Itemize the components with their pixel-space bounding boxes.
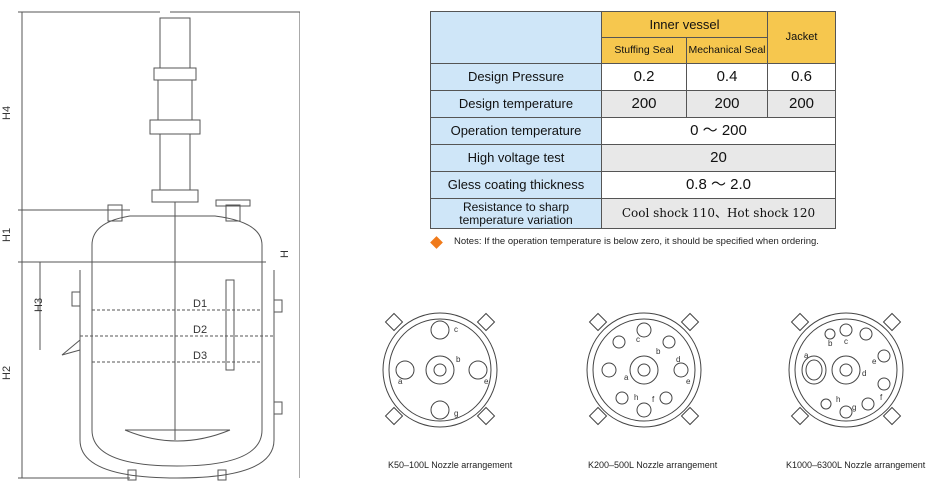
nozzle-label: f (652, 395, 655, 404)
caption-k50: K50–100L Nozzle arrangement (388, 460, 513, 470)
nozzle-label: e (872, 357, 877, 366)
nozzle-label: a (398, 377, 403, 386)
row-label: Gless coating thickness (430, 171, 602, 199)
table-corner (430, 11, 602, 64)
table-row: Resistance to sharp temperature variatio… (430, 198, 836, 229)
diamond-icon (430, 236, 443, 249)
dim-H2: H2 (1, 366, 13, 380)
cell-value: 0.6 (767, 63, 836, 91)
nozzle-label: a (624, 373, 629, 382)
cell-value: 200 (601, 90, 687, 118)
row-label: Operation temperature (430, 117, 602, 145)
dim-D3: D3 (193, 350, 207, 362)
nozzle-diagram-k50: c b a e g (382, 312, 498, 428)
cell-value: 0.2 (601, 63, 687, 91)
sub-stuffing-seal: Stuffing Seal (601, 37, 687, 64)
table-row: Operation temperature 0 ～ 200 (430, 117, 836, 145)
row-label: Resistance to sharp temperature variatio… (430, 198, 602, 229)
nozzle-label: f (880, 393, 883, 402)
cell-value: 0.8 ～ 2.0 (601, 171, 836, 199)
nozzle-label: g (454, 409, 458, 418)
nozzle-label: h (634, 393, 638, 402)
header-jacket: Jacket (767, 11, 836, 64)
nozzle-diagram-k200: c b d e a h f (586, 312, 702, 428)
cell-value: 20 (601, 144, 836, 172)
cell-value: 200 (767, 90, 836, 118)
cell-value: 0 ～ 200 (601, 117, 836, 145)
reactor-drawing: H4 H1 H3 H2 H D1 D2 D3 (1, 11, 300, 481)
note-text: Notes: If the operation temperature is b… (454, 236, 819, 247)
row-label: Design Pressure (430, 63, 602, 91)
nozzle-label: a (804, 351, 809, 360)
dim-H4: H4 (1, 106, 13, 120)
row-label: High voltage test (430, 144, 602, 172)
dim-D1: D1 (193, 298, 207, 310)
nozzle-label: d (676, 355, 680, 364)
nozzle-label: c (844, 337, 848, 346)
table-row: Gless coating thickness 0.8 ～ 2.0 (430, 171, 836, 199)
header-inner-vessel: Inner vessel (601, 11, 768, 38)
nozzle-label: c (636, 335, 640, 344)
nozzle-diagram-k1000: b c a e d f h g (788, 312, 904, 428)
caption-k200: K200–500L Nozzle arrangement (588, 460, 718, 470)
row-label: Design temperature (430, 90, 602, 118)
dim-H: H (279, 250, 291, 258)
table-row: Design temperature 200 200 200 (430, 90, 836, 118)
table-row: High voltage test 20 (430, 144, 836, 172)
nozzle-label: e (686, 377, 691, 386)
caption-k1000: K1000–6300L Nozzle arrangement (786, 460, 926, 470)
nozzle-label: e (484, 377, 489, 386)
cell-value: Cool shock 110、Hot shock 120 (601, 198, 836, 229)
nozzle-label: c (454, 325, 458, 334)
dim-H1: H1 (1, 228, 13, 242)
sub-mechanical-seal: Mechanical Seal (686, 37, 768, 64)
note: Notes: If the operation temperature is b… (430, 236, 842, 249)
nozzle-label: d (862, 369, 866, 378)
table-row: Design Pressure 0.2 0.4 0.6 (430, 63, 836, 91)
cell-value: 200 (686, 90, 768, 118)
nozzle-label: h (836, 395, 840, 404)
nozzle-label: b (656, 347, 661, 356)
spec-table: Inner vessel Jacket Stuffing Seal Mechan… (430, 11, 836, 229)
cell-value: 0.4 (686, 63, 768, 91)
dim-D2: D2 (193, 324, 207, 336)
nozzle-label: g (852, 403, 856, 412)
nozzle-label: b (828, 339, 833, 348)
dim-H3: H3 (33, 298, 45, 312)
nozzle-label: b (456, 355, 461, 364)
